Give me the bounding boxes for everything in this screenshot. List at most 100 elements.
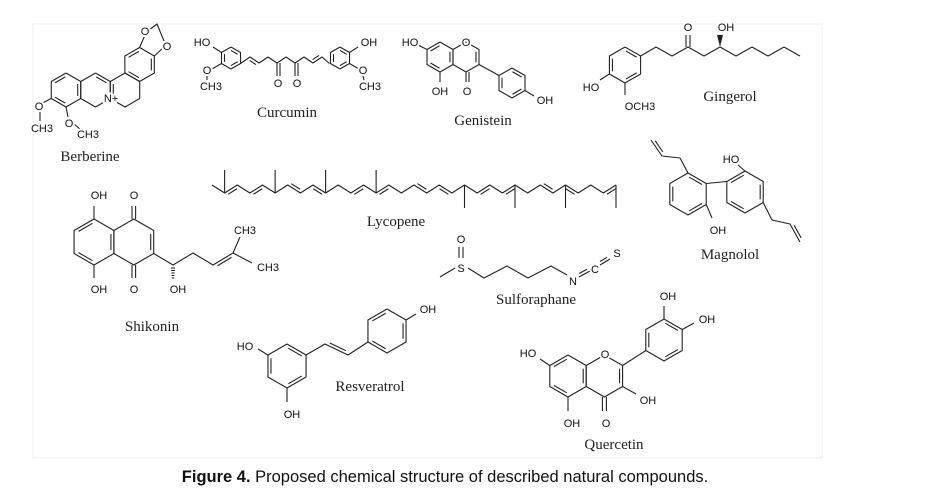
bond	[650, 139, 689, 174]
ring	[367, 308, 407, 354]
compound-name-magnolol: Magnolol	[701, 247, 759, 263]
atom-label: CH3	[359, 81, 381, 93]
bond	[439, 267, 456, 278]
double-bond	[625, 50, 638, 58]
atom-label: O	[359, 65, 368, 77]
atom-label: CH3	[257, 262, 279, 274]
chain	[153, 236, 241, 266]
compound-name-curcumin: Curcumin	[257, 105, 317, 121]
compound-name-gingerol: Gingerol	[703, 89, 756, 105]
bond	[622, 386, 637, 395]
bond	[599, 73, 610, 81]
double-bond	[227, 188, 238, 195]
bond	[405, 313, 417, 321]
atom-label: OH	[660, 291, 677, 303]
bond	[211, 63, 222, 70]
atom-label: CH3	[31, 123, 53, 135]
atom-label: C	[591, 264, 599, 276]
caption-label: Figure 4.	[181, 468, 251, 486]
double-bond	[480, 188, 490, 195]
double-bond	[730, 174, 745, 183]
atom-label: OCH3	[625, 101, 656, 113]
bond	[349, 63, 360, 70]
double-bond	[505, 188, 516, 195]
bond	[524, 90, 535, 97]
double-bond	[339, 49, 347, 55]
atom-label: OH	[170, 284, 187, 296]
double-bond	[512, 88, 522, 95]
double-bond	[230, 49, 238, 55]
ring	[645, 318, 683, 362]
bond	[257, 348, 269, 356]
atom-label: O	[130, 284, 139, 296]
double-bond	[793, 224, 802, 239]
atom-label: N+	[104, 93, 118, 105]
double-bond	[599, 256, 608, 262]
double-bond	[654, 140, 664, 153]
atom-label: O	[35, 101, 44, 113]
bond	[681, 322, 695, 330]
ring	[267, 343, 307, 389]
figure-caption: Figure 4. Proposed chemical structure of…	[0, 468, 890, 487]
bond-layer	[39, 23, 802, 411]
bond	[232, 252, 253, 264]
compound-name-berberine: Berberine	[60, 149, 119, 165]
atom-label: HO	[237, 341, 254, 353]
double-bond	[78, 252, 93, 262]
atom-label: O	[141, 26, 150, 38]
double-bond	[512, 71, 522, 78]
bond	[139, 34, 146, 48]
double-bond	[688, 176, 703, 185]
double-bond	[543, 183, 553, 190]
double-bond	[565, 188, 575, 195]
atom-label: OH	[564, 418, 581, 430]
double-bond	[78, 222, 93, 232]
double-bond	[606, 188, 617, 195]
double-bond	[553, 385, 568, 394]
double-bond	[312, 188, 323, 195]
atom-label: O	[163, 41, 172, 53]
atom-label: HO	[520, 348, 537, 360]
compound-name-sulforaphane: Sulforaphane	[496, 292, 576, 308]
double-bond	[730, 201, 745, 210]
chain	[640, 46, 801, 57]
atom-label: OH	[420, 304, 437, 316]
atom-label: O	[462, 37, 471, 49]
double-bond	[288, 347, 302, 357]
double-bond	[430, 45, 440, 52]
chain	[305, 341, 369, 356]
chain	[240, 56, 330, 64]
bond	[622, 350, 647, 366]
double-bond	[217, 256, 232, 267]
ring	[726, 170, 764, 214]
double-bond	[95, 76, 107, 84]
bond	[706, 180, 727, 185]
double-bond	[354, 188, 364, 195]
atom-label: HO	[194, 37, 211, 49]
atom-label: HO	[583, 82, 600, 94]
bond	[705, 204, 713, 219]
atom-label: O	[293, 78, 302, 90]
double-bond	[253, 188, 263, 195]
atom-label: O	[602, 418, 611, 430]
ring	[73, 218, 115, 266]
double-bond	[379, 188, 389, 195]
bond	[40, 98, 52, 105]
compound-name-genistein: Genistein	[454, 113, 512, 129]
double-bond	[128, 71, 140, 79]
double-bond	[578, 268, 588, 274]
double-bond	[230, 61, 238, 67]
double-bond	[249, 59, 257, 66]
atom-label: O	[274, 78, 283, 90]
double-bond	[430, 62, 440, 69]
atom-label: O	[65, 118, 74, 130]
ring	[585, 354, 624, 398]
double-bond	[664, 349, 679, 358]
compound-name-quercetin: Quercetin	[584, 437, 644, 453]
bond	[349, 46, 359, 53]
atom-label: CH3	[77, 129, 99, 141]
bond	[762, 202, 801, 243]
double-bond	[329, 342, 347, 352]
